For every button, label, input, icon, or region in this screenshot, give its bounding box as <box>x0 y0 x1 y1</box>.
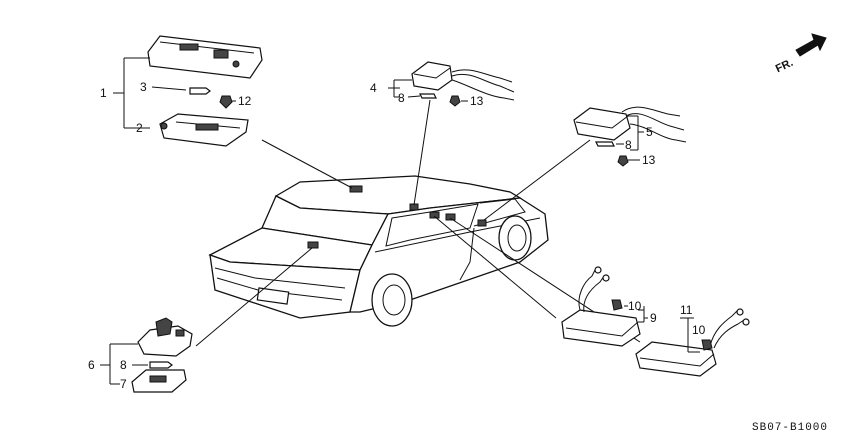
label-1: 1 <box>100 86 107 100</box>
roof-light-assembly: 1 3 12 2 <box>100 35 263 147</box>
trunk-light-assembly: 6 8 7 <box>88 317 193 393</box>
label-11: 11 <box>680 303 693 317</box>
label-13b: 13 <box>642 153 656 167</box>
label-10b: 10 <box>692 323 706 337</box>
label-6: 6 <box>88 358 95 372</box>
label-8c: 8 <box>120 358 127 372</box>
leader-lines <box>195 99 641 347</box>
label-9: 9 <box>650 311 657 325</box>
front-arrow-icon <box>795 33 827 57</box>
label-12: 12 <box>238 94 252 108</box>
label-7: 7 <box>120 377 127 391</box>
front-direction-indicator: FR. <box>774 33 827 75</box>
door-light-marker-1 <box>429 211 440 219</box>
label-4: 4 <box>370 81 377 95</box>
label-8a: 8 <box>398 91 405 105</box>
trunk-light-marker <box>307 241 319 249</box>
courtesy-switch-assembly: 10 9 11 10 <box>561 266 750 377</box>
roof-light-marker <box>349 185 363 193</box>
car-illustration <box>208 175 549 327</box>
label-3: 3 <box>140 80 147 94</box>
door-courtesy-light-assembly: 5 8 13 <box>573 106 687 167</box>
fr-label: FR. <box>774 57 795 75</box>
door-light-marker-2 <box>445 213 456 221</box>
front-light-marker <box>477 219 487 227</box>
diagram-code: SB07-B1000 <box>752 422 828 434</box>
pillar-light-assembly: 4 8 13 <box>370 61 515 108</box>
label-2: 2 <box>136 121 143 135</box>
label-8b: 8 <box>625 138 632 152</box>
label-10a: 10 <box>628 299 642 313</box>
label-13a: 13 <box>470 94 484 108</box>
label-5: 5 <box>646 125 653 139</box>
